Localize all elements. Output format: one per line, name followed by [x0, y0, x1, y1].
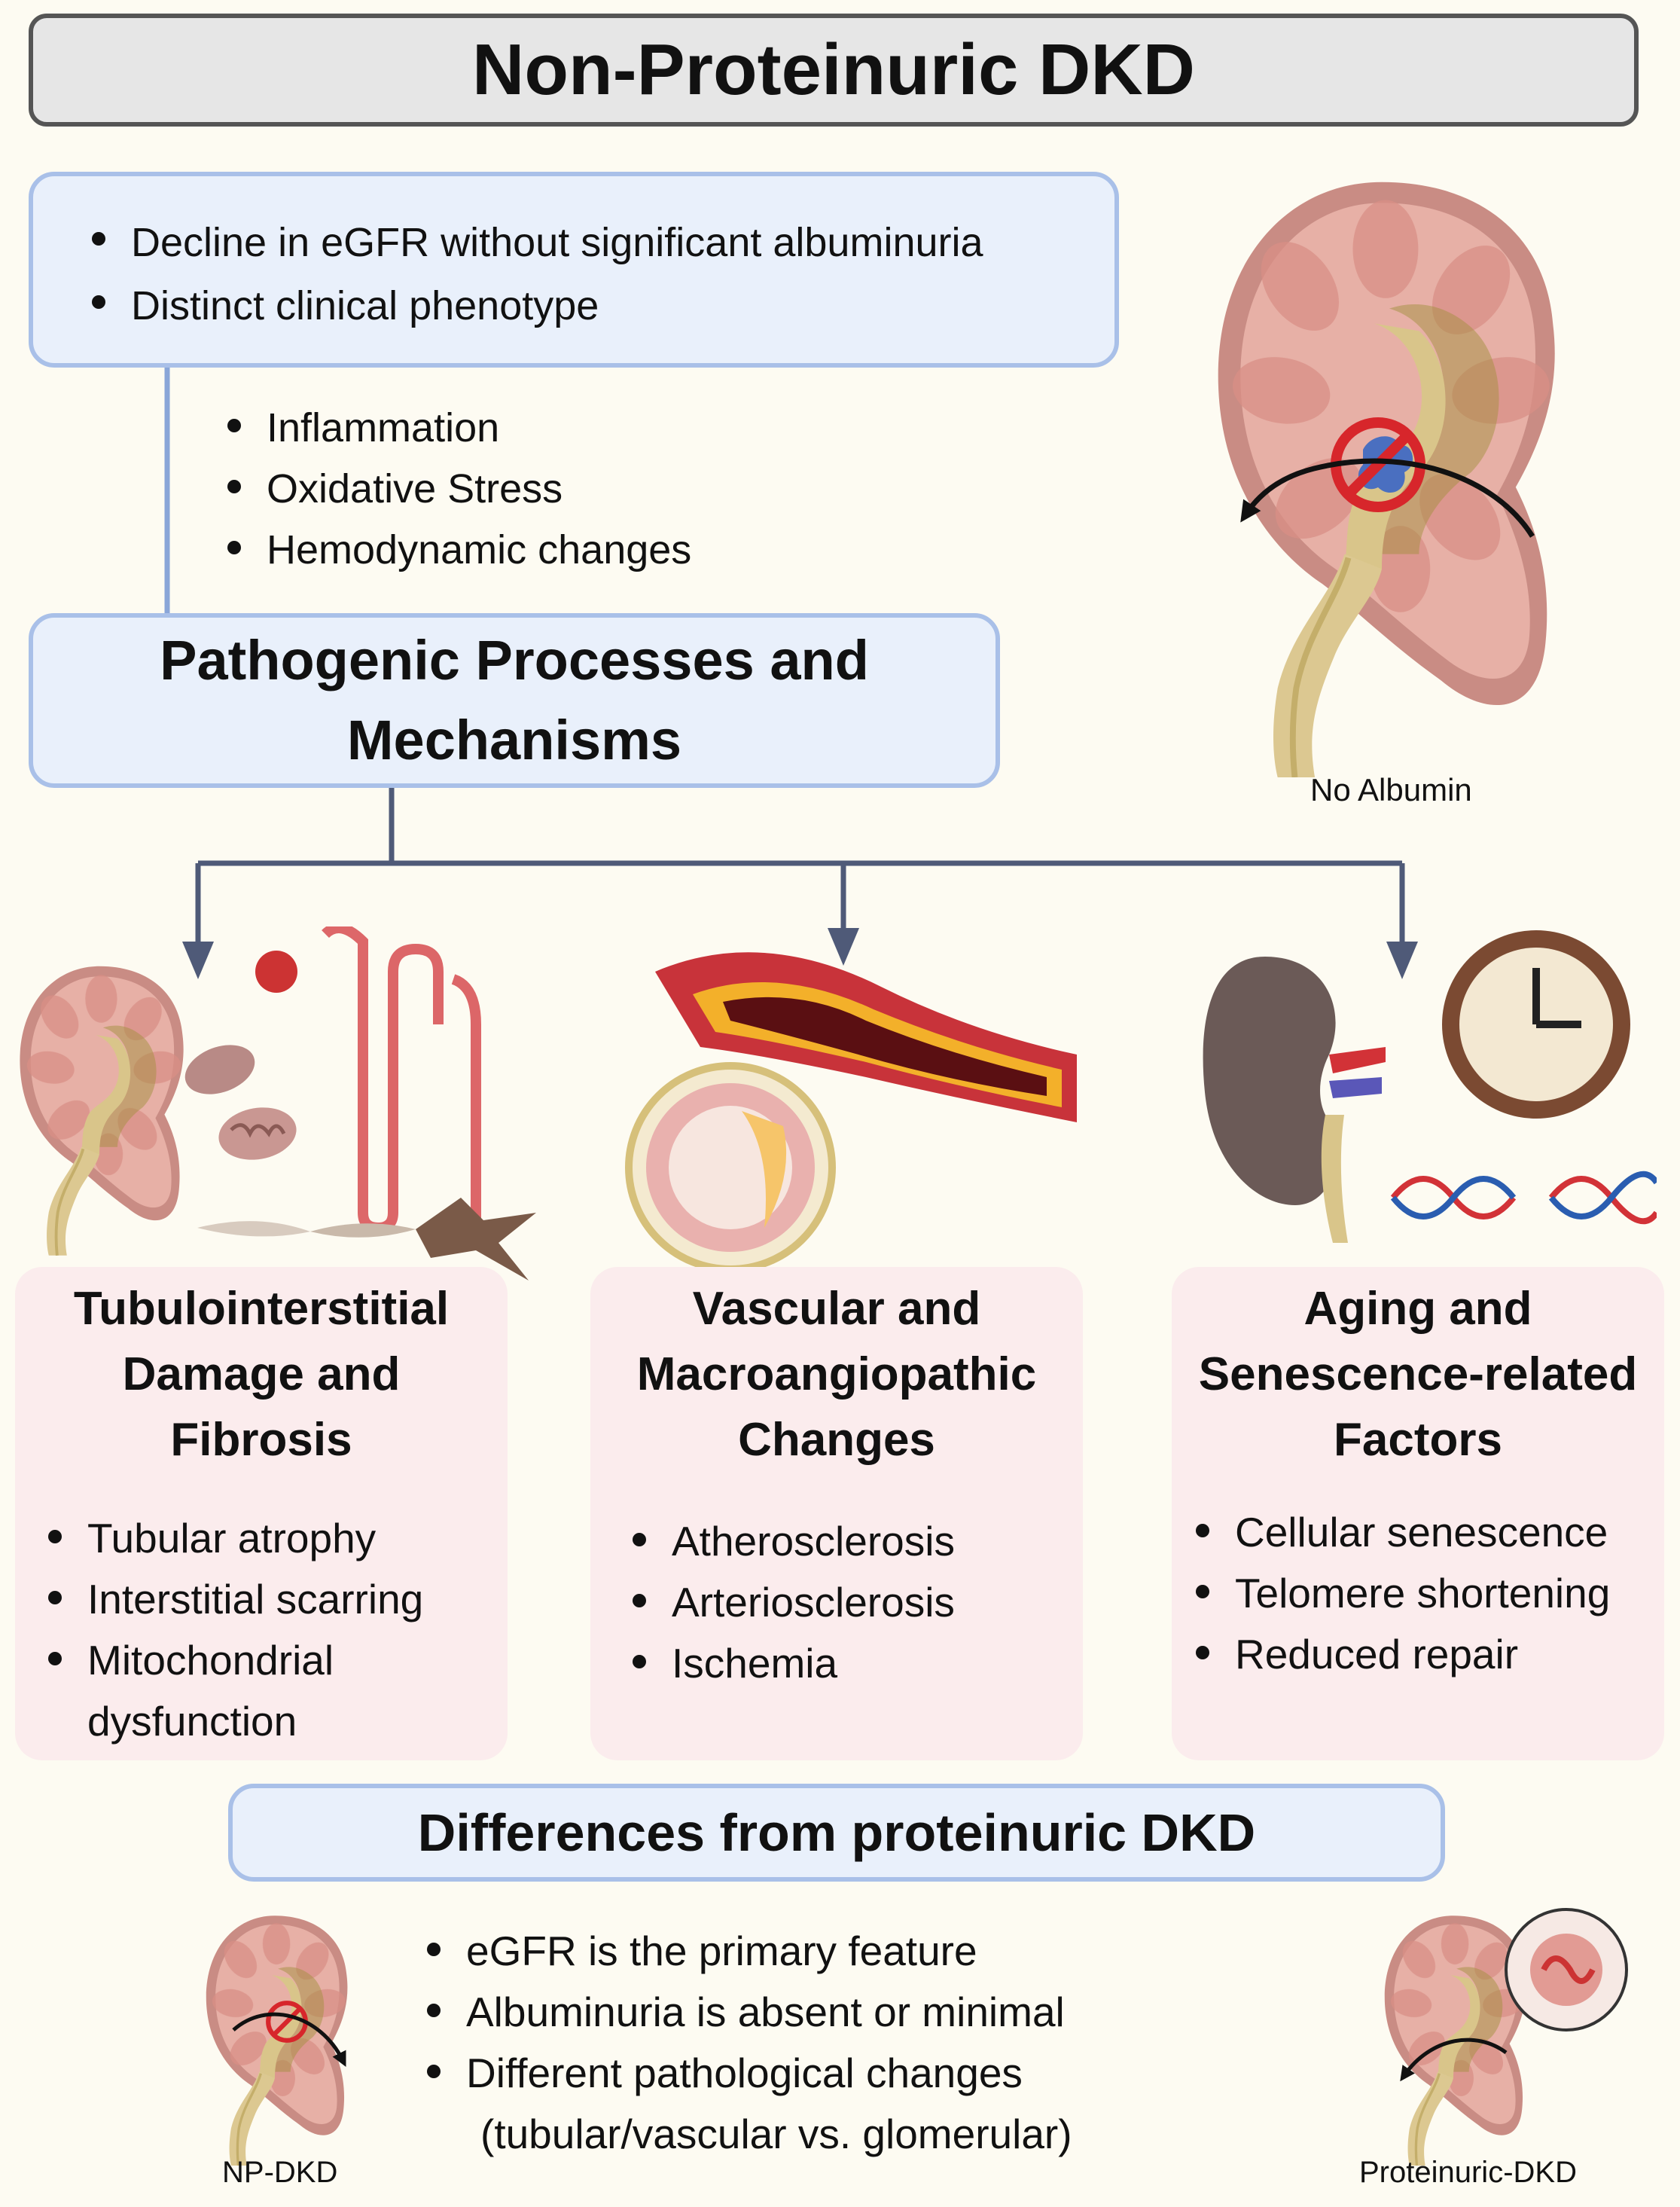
card-vascular: Vascular and Macroangiopathic Changes At…	[590, 1267, 1083, 1760]
card-tubulointerstitial: Tubulointerstitial Damage and Fibrosis T…	[15, 1267, 508, 1760]
card-bullet: Ischemia	[624, 1633, 955, 1694]
card-bullet: Tubular atrophy	[39, 1508, 491, 1569]
no-albumin-caption: No Albumin	[1310, 772, 1472, 807]
card-bullets: Tubular atrophy Interstitial scarring Mi…	[39, 1508, 491, 1752]
differences-bullets: eGFR is the primary feature Albuminuria …	[418, 1921, 1065, 2104]
no-albumin-kidney-illustration	[1178, 167, 1585, 777]
dna-icon	[1390, 1171, 1660, 1225]
intro-bullets: Decline in eGFR without significant albu…	[83, 211, 983, 337]
nephron-tubule-icon	[322, 923, 481, 1234]
fibroblast-icon	[197, 1198, 536, 1281]
flow-connectors	[164, 368, 1418, 979]
card-bullet: Arteriosclerosis	[624, 1572, 955, 1633]
pathogenic-title-line2: Mechanisms	[346, 709, 682, 771]
vessel-cross-section-icon	[625, 1062, 836, 1273]
intro-bullet: Distinct clinical phenotype	[83, 274, 983, 337]
mechanism-bullet: Hemodynamic changes	[218, 520, 691, 581]
filtration-arrow	[1240, 458, 1535, 538]
glomerulus-icon	[255, 951, 297, 993]
card-bullet: Mitochondrial dysfunction	[39, 1630, 381, 1752]
card-bullets: Cellular senescence Telomere shortening …	[1187, 1502, 1610, 1685]
difference-bullet: Different pathological changes	[418, 2043, 1065, 2104]
card-bullets: Atherosclerosis Arteriosclerosis Ischemi…	[624, 1511, 955, 1694]
card-bullet: Atherosclerosis	[624, 1511, 955, 1572]
card-title: Tubulointerstitial Damage and Fibrosis	[73, 1283, 450, 1466]
np-dkd-kidney-illustration	[192, 1909, 373, 2166]
difference-bullet: eGFR is the primary feature	[418, 1921, 1065, 1982]
difference-bullet: Albuminuria is absent or minimal	[418, 1982, 1065, 2043]
artery-icon	[655, 952, 1077, 1122]
proteinuric-dkd-caption: Proteinuric-DKD	[1359, 2156, 1577, 2189]
np-dkd-caption: NP-DKD	[222, 2156, 338, 2189]
differences-subline: (tubular/vascular vs. glomerular)	[480, 2111, 1072, 2157]
mitochondria-icon	[184, 1045, 297, 1160]
aging-illustration	[1190, 926, 1660, 1250]
intro-bullet: Decline in eGFR without significant albu…	[83, 211, 983, 274]
card-bullet: Interstitial scarring	[39, 1569, 491, 1630]
card-bullet: Reduced repair	[1187, 1624, 1610, 1685]
arrow-middle	[828, 928, 859, 966]
page-title: Non-Proteinuric DKD	[29, 14, 1639, 127]
card-aging: Aging and Senescence-related Factors Cel…	[1172, 1267, 1664, 1760]
pathogenic-title-line1: Pathogenic Processes and	[160, 629, 869, 691]
glomerulus-zoom-icon	[1505, 1908, 1628, 2031]
card-title: Aging and Senescence-related Factors	[1198, 1283, 1638, 1466]
card-bullet: Telomere shortening	[1187, 1563, 1610, 1624]
mechanism-bullet: Inflammation	[218, 398, 691, 459]
pathogenic-processes-box: Pathogenic Processes and Mechanisms	[29, 613, 1000, 788]
proteinuric-dkd-kidney-illustration	[1363, 1902, 1634, 2166]
albumin-blocked-icon	[1336, 423, 1420, 507]
mechanism-bullet: Oxidative Stress	[218, 459, 691, 520]
intro-box	[29, 172, 1119, 368]
card-bullet: Cellular senescence	[1187, 1502, 1610, 1563]
aged-kidney-icon	[1203, 957, 1386, 1243]
arrow-left	[182, 942, 214, 979]
vascular-illustration	[610, 926, 1092, 1281]
differences-title: Differences from proteinuric DKD	[228, 1784, 1445, 1882]
clock-icon	[1442, 930, 1630, 1119]
tubulointerstitial-illustration	[9, 923, 551, 1281]
card-title: Vascular and Macroangiopathic Changes	[636, 1283, 1037, 1466]
arrow-right	[1386, 942, 1418, 979]
mechanism-bullets: Inflammation Oxidative Stress Hemodynami…	[218, 398, 691, 581]
